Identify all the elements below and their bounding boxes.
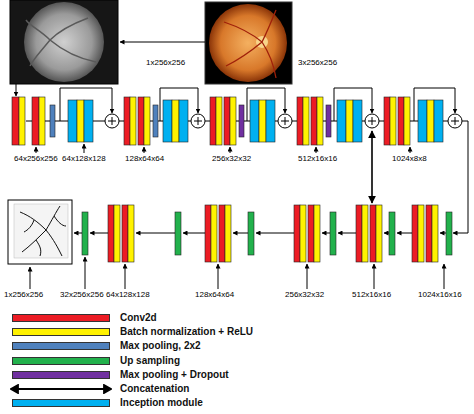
legend-swatch — [12, 399, 110, 407]
legend-text: Max pooling + Dropout — [120, 369, 229, 380]
legend-arrow-sample — [10, 384, 112, 394]
legend-swatch — [12, 357, 110, 365]
legend-text: Max pooling, 2x2 — [120, 340, 201, 351]
legend-text: Inception module — [120, 397, 203, 408]
decoder-links — [74, 233, 446, 234]
dimension-label: 1024x16x16 — [418, 290, 462, 299]
legend-swatch — [12, 342, 110, 350]
concatenation-arrow — [371, 131, 373, 203]
label-pointers — [30, 144, 444, 289]
dimension-label: 32x256x256 — [60, 290, 104, 299]
dimension-label: 3x256x256 — [298, 58, 337, 67]
dimension-label: 128x64x64 — [125, 154, 164, 163]
color-fundus — [205, 2, 292, 84]
legend-swatch — [12, 371, 110, 379]
dimension-label: 1x256x256 — [146, 58, 185, 67]
encoder-blocks — [12, 97, 443, 145]
encoder-links — [26, 121, 448, 122]
grayscale-fundus — [10, 0, 118, 84]
dimension-label: 256x32x32 — [285, 290, 324, 299]
add-circles — [105, 114, 462, 128]
legend-text: Conv2d — [120, 312, 157, 323]
residual-skips — [60, 88, 455, 121]
dimension-label: 512x16x16 — [298, 154, 337, 163]
dimension-label: 256x32x32 — [212, 154, 251, 163]
dimension-label: 64x128x128 — [106, 290, 150, 299]
legend-text: Up sampling — [120, 355, 180, 366]
conversion-arrow — [120, 42, 205, 43]
dimension-label: 1x256x256 — [4, 290, 43, 299]
decoder-blocks — [82, 205, 452, 262]
dimension-label: 512x16x16 — [352, 290, 391, 299]
dimension-label: 128x64x64 — [195, 290, 234, 299]
bottleneck-arrow — [453, 121, 468, 233]
dimension-label: 1024x8x8 — [392, 154, 427, 163]
legend-swatch — [12, 314, 110, 322]
output-vessel-map — [8, 200, 72, 264]
dimension-label: 64x256x256 — [14, 154, 58, 163]
dimension-label: 64x128x128 — [62, 154, 106, 163]
input-arrow — [16, 84, 17, 96]
legend-text: Concatenation — [120, 383, 189, 394]
legend-swatch — [12, 328, 110, 336]
legend-text: Batch normalization + ReLU — [120, 326, 253, 337]
